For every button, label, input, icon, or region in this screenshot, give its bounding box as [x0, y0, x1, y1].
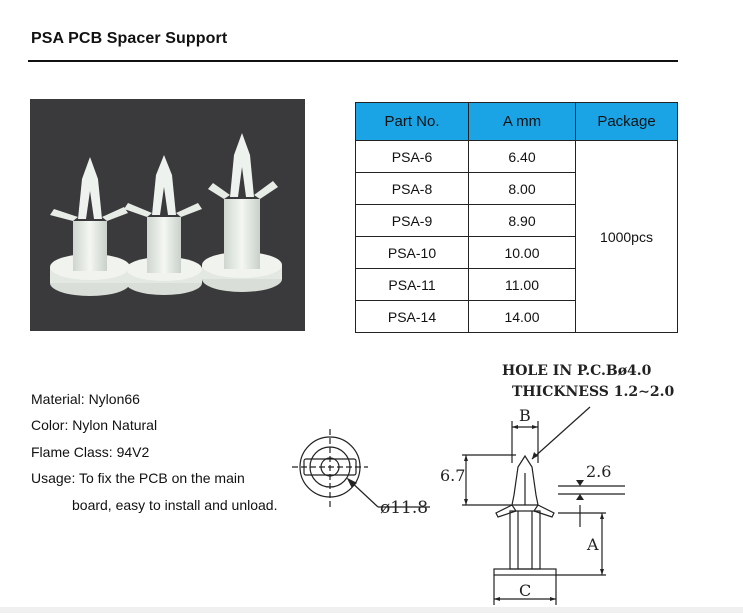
table-row: PSA-14 14.00 — [355, 300, 678, 333]
table-row: PSA-11 11.00 — [355, 268, 678, 301]
thickness-note: THICKNESS 1.2∼2.0 — [512, 384, 674, 400]
header-a-mm: A mm — [468, 102, 576, 141]
part-no-cell: PSA-9 — [355, 204, 469, 237]
dim-c-label: C — [519, 581, 531, 600]
hole-note: HOLE IN P.C.Bø4.0 — [502, 363, 652, 379]
header-part-no: Part No. — [355, 102, 469, 141]
flame-class-text: Flame Class: 94V2 — [31, 443, 150, 460]
dim-gap-label: 2.6 — [586, 462, 611, 481]
table-row: PSA-10 10.00 — [355, 236, 678, 269]
side-view — [462, 406, 625, 605]
a-mm-cell: 10.00 — [468, 236, 576, 269]
product-photo-illustration — [50, 133, 282, 296]
part-no-cell: PSA-14 — [355, 300, 469, 333]
spacer-tall — [202, 133, 282, 292]
table-header-row: Part No. A mm Package — [355, 102, 678, 141]
table-row: PSA-6 6.40 1000pcs — [355, 140, 678, 333]
properties-list: Material: Nylon66 Color: Nylon Natural F… — [31, 386, 311, 518]
title-divider — [28, 60, 678, 62]
a-mm-cell: 6.40 — [468, 140, 576, 173]
color-text: Color: Nylon Natural — [31, 417, 158, 434]
part-no-cell: PSA-8 — [355, 172, 469, 205]
dim-b-label: B — [519, 406, 531, 425]
part-no-cell: PSA-11 — [355, 268, 469, 301]
header-package: Package — [575, 102, 678, 141]
spacer-medium — [124, 155, 202, 295]
technical-drawing: HOLE IN P.C.Bø4.0 THICKNESS 1.2∼2.0 ø11.… — [290, 355, 690, 615]
page-title: PSA PCB Spacer Support — [31, 30, 228, 47]
part-no-cell: PSA-10 — [355, 236, 469, 269]
dim-height-label: 6.7 — [440, 466, 465, 485]
a-mm-cell: 8.00 — [468, 172, 576, 205]
a-mm-cell: 14.00 — [468, 300, 576, 333]
spec-table: Part No. A mm Package PSA-6 6.40 1000pcs… — [355, 102, 678, 333]
top-view — [292, 429, 430, 508]
diameter-label: ø11.8 — [380, 498, 428, 518]
dimension-arrows — [464, 425, 604, 601]
table-row: PSA-9 8.90 — [355, 204, 678, 237]
product-photo — [30, 99, 305, 331]
spacer-short — [50, 157, 130, 296]
usage-text: Usage: To fix the PCB on the main — [31, 470, 245, 487]
a-mm-cell: 8.90 — [468, 204, 576, 237]
package-cell: 1000pcs — [575, 140, 678, 333]
a-mm-cell: 11.00 — [468, 268, 576, 301]
usage-text-continued: board, easy to install and unload. — [72, 496, 278, 513]
dim-a-label: A — [586, 535, 599, 554]
material-text: Material: Nylon66 — [31, 391, 140, 407]
part-no-cell: PSA-6 — [355, 140, 469, 173]
bottom-strip — [0, 607, 743, 613]
